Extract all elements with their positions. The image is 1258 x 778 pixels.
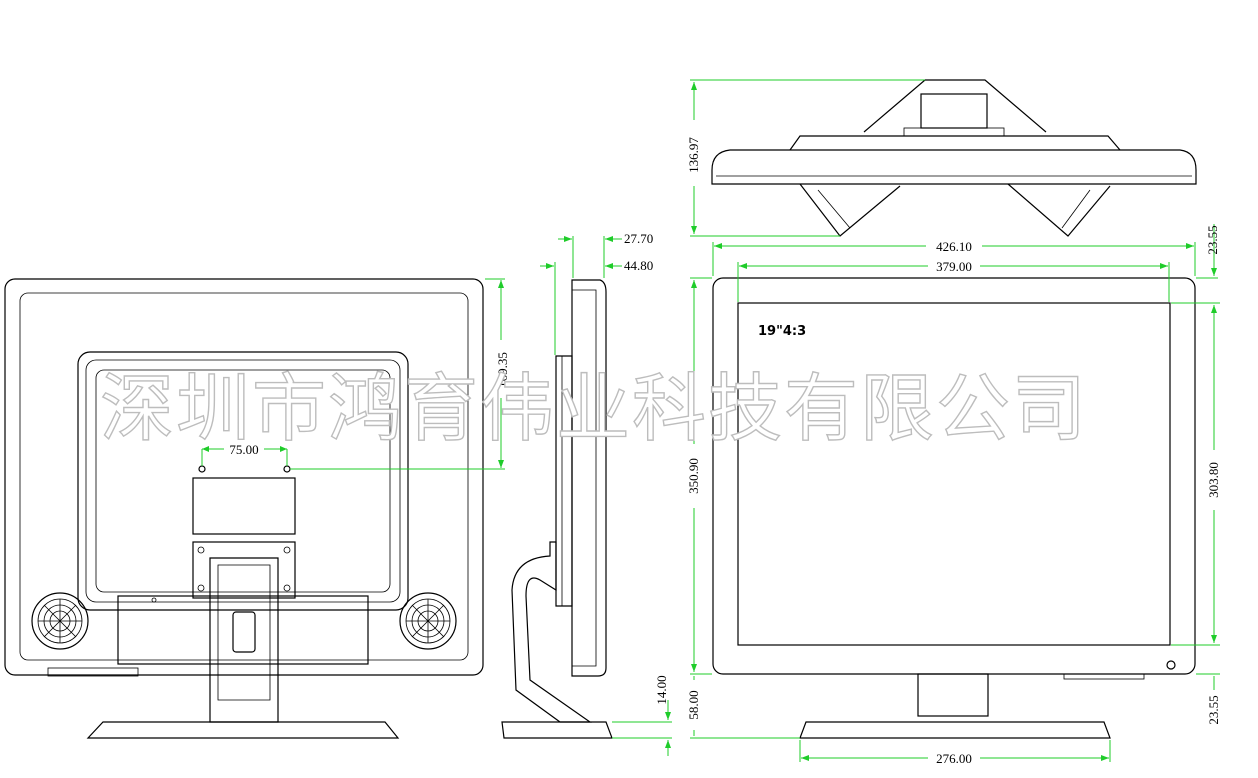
speaker-grille-left xyxy=(31,592,89,650)
front-view: 19"4:3 426.10 379.00 23.55 xyxy=(686,224,1221,766)
dim-vesa-width-label: 75.00 xyxy=(229,442,258,457)
rear-base xyxy=(86,721,400,739)
dim-front-width-label: 426.10 xyxy=(936,239,972,254)
dim-base-depth: 14.00 xyxy=(612,675,672,756)
mount-screw xyxy=(283,546,291,554)
rear-panel-inner xyxy=(95,369,391,593)
rear-panel-mid xyxy=(85,359,401,603)
stand-neck xyxy=(209,557,279,723)
dim-bezel-top: 23.55 xyxy=(1196,224,1220,304)
dim-base-width-label: 276.00 xyxy=(936,751,972,766)
side-panel-outer xyxy=(571,279,607,677)
rear-panel-outer xyxy=(77,351,409,611)
speaker-grille-right xyxy=(399,592,457,650)
dim-stand-height: 58.00 xyxy=(686,676,800,739)
top-back-shell xyxy=(789,135,1121,151)
vesa-hole-right xyxy=(283,465,291,473)
dim-base-depth-label: 14.00 xyxy=(654,675,669,704)
button-strip xyxy=(47,667,139,677)
dim-screen-width: 379.00 xyxy=(737,259,1170,302)
dim-side-a-label: 27.70 xyxy=(624,231,653,246)
front-stand-neck xyxy=(917,673,989,717)
top-base-left xyxy=(799,183,901,237)
rear-view: 75.00 169.35 xyxy=(4,278,510,739)
dim-stand-height-label: 58.00 xyxy=(686,690,701,719)
dim-front-height: 350.90 xyxy=(686,277,712,675)
top-body xyxy=(711,149,1197,185)
front-base xyxy=(799,721,1111,739)
power-button xyxy=(1166,660,1176,670)
dim-bezel-top-label: 23.55 xyxy=(1205,225,1220,254)
dim-vesa-height: 169.35 xyxy=(290,278,510,470)
top-stand-block xyxy=(920,93,988,129)
mount-screw xyxy=(283,584,291,592)
dim-bezel-bottom: 23.55 xyxy=(1196,644,1221,725)
side-stand-arm xyxy=(511,541,592,723)
dim-vesa-height-label: 169.35 xyxy=(495,352,510,388)
dim-screen-width-label: 379.00 xyxy=(936,259,972,274)
top-base-left-line xyxy=(817,189,851,229)
dim-side-thickness: 27.70 44.80 xyxy=(540,231,653,355)
top-base-right-line xyxy=(1061,189,1091,229)
screen-area xyxy=(737,302,1171,646)
mount-screw xyxy=(197,546,205,554)
rear-outer-frame xyxy=(4,278,484,676)
side-rear-housing xyxy=(555,355,573,607)
dim-base-width: 276.00 xyxy=(799,740,1111,766)
dim-top-depth: 136.97 xyxy=(686,79,925,237)
rear-inner-frame xyxy=(19,292,469,661)
top-base-right xyxy=(1007,183,1111,237)
dim-top-depth-label: 136.97 xyxy=(686,137,701,173)
dim-front-width: 426.10 xyxy=(712,239,1196,276)
side-view: 27.70 44.80 14.00 xyxy=(501,231,672,756)
dimension-arrowheads xyxy=(202,82,1217,761)
cable-slot xyxy=(232,611,256,653)
side-base xyxy=(501,721,613,739)
screen-size-label: 19"4:3 xyxy=(758,324,806,339)
mount-screw xyxy=(197,584,205,592)
company-watermark: 深圳市鸿育伟业科技有限公司 xyxy=(100,366,1088,452)
label-plate xyxy=(192,477,296,535)
dim-front-height-label: 350.90 xyxy=(686,458,701,494)
dim-screen-height-label: 303.80 xyxy=(1206,462,1221,498)
vesa-hole-left xyxy=(198,465,206,473)
front-button-strip xyxy=(1063,673,1145,680)
dim-side-b-label: 44.80 xyxy=(624,258,653,273)
dim-bezel-bottom-label: 23.55 xyxy=(1206,695,1221,724)
housing-screw xyxy=(151,597,157,603)
mount-block xyxy=(192,541,296,599)
lower-housing xyxy=(117,595,369,665)
side-panel-inner xyxy=(572,289,597,667)
top-stand-plate xyxy=(903,127,1005,137)
top-stand-hinge xyxy=(863,79,1047,133)
stand-neck-inner xyxy=(217,564,271,701)
top-view: 136.97 xyxy=(686,79,1197,237)
dim-screen-height: 303.80 xyxy=(1171,302,1221,646)
